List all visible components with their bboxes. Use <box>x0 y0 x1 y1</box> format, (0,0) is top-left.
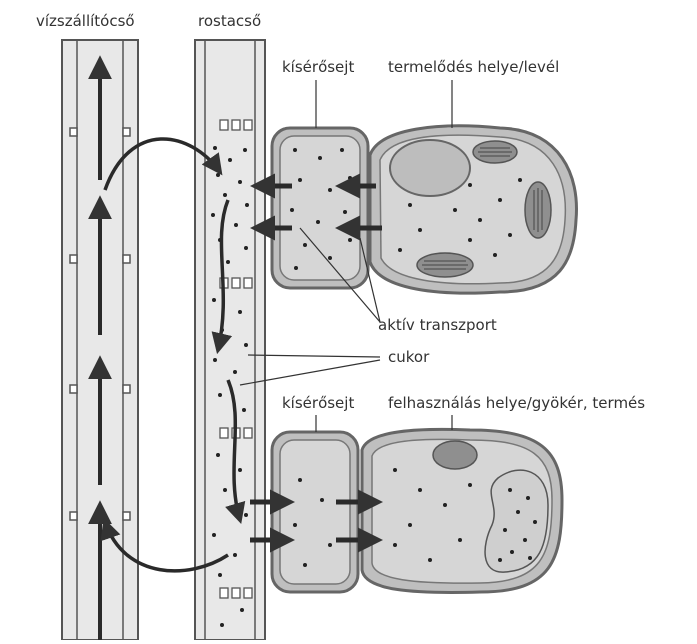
companion-cell-top <box>272 128 368 288</box>
phloem-label: rostacső <box>198 14 261 29</box>
xylem-tube <box>62 40 138 640</box>
sugar-label: cukor <box>388 350 429 365</box>
source-label: termelődés helye/levél <box>388 60 559 75</box>
source-leaf-cell <box>370 126 576 293</box>
companion-cell-top-label: kísérősejt <box>282 60 354 75</box>
sink-label: felhasználás helye/gyökér, termés <box>388 396 645 411</box>
active-transport-label: aktív transzport <box>378 318 497 333</box>
phloem-tube <box>195 40 265 640</box>
sink-cell <box>362 429 562 592</box>
companion-cell-bottom-label: kísérősejt <box>282 396 354 411</box>
companion-cell-bottom <box>272 432 358 592</box>
xylem-label: vízszállítócső <box>36 14 135 29</box>
